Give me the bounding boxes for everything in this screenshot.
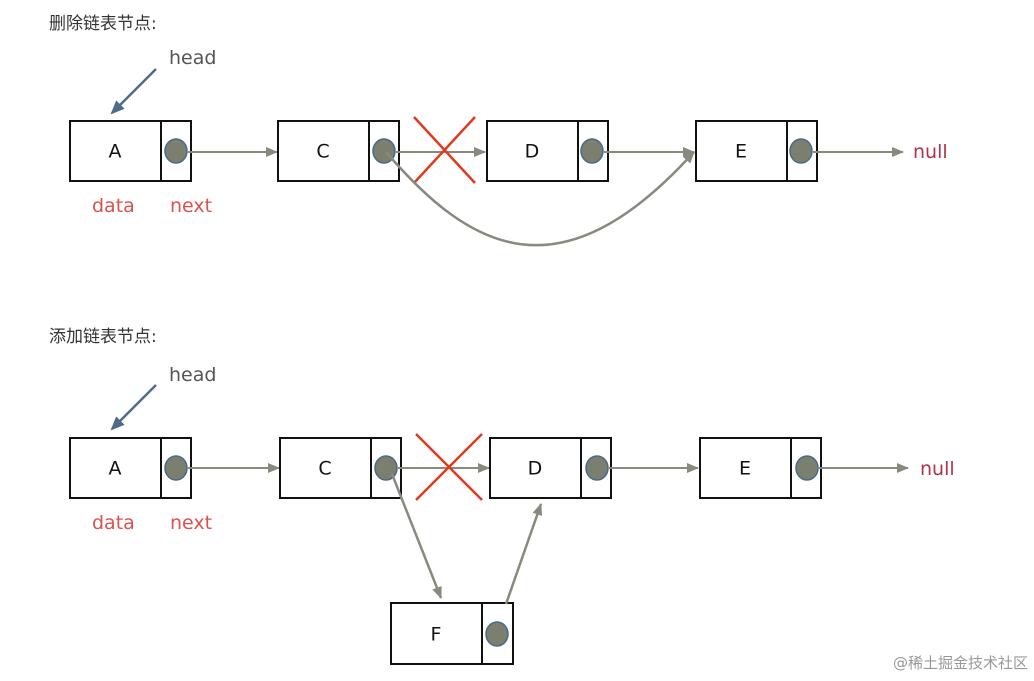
node-label: E	[739, 458, 751, 480]
add-section-title: 添加链表节点:	[49, 327, 157, 347]
pointer-dot	[164, 455, 188, 481]
head-label: head	[169, 47, 216, 69]
next-label: next	[170, 512, 212, 534]
null-label: null	[920, 458, 955, 480]
delete-section-title: 删除链表节点:	[49, 14, 157, 34]
pointer-dot	[164, 138, 188, 164]
node-e: E	[699, 437, 822, 499]
data-label: data	[92, 195, 135, 217]
pointer-dot	[580, 138, 604, 164]
node-c: C	[277, 120, 400, 182]
add-diagram: head A C D	[69, 364, 955, 665]
node-label: E	[735, 141, 747, 163]
data-label: data	[92, 512, 135, 534]
head-arrow	[110, 68, 157, 115]
node-label: D	[528, 458, 543, 480]
node-c: C	[279, 437, 402, 499]
bypass-arrow	[385, 151, 695, 247]
pointer-dot	[795, 455, 819, 481]
watermark: @稀土掘金技术社区	[892, 654, 1028, 672]
node-e: E	[695, 120, 818, 182]
delete-diagram: head A C D	[69, 47, 948, 247]
head-arrow	[110, 384, 157, 431]
node-a: A	[69, 437, 192, 499]
node-d: D	[489, 437, 612, 499]
node-label: D	[525, 141, 540, 163]
cross-mark	[415, 433, 483, 501]
next-label: next	[170, 195, 212, 217]
pointer-dot	[789, 138, 813, 164]
node-label: A	[109, 458, 122, 480]
insert-arrow-f-to-d	[504, 503, 543, 605]
node-label: C	[316, 141, 329, 163]
pointer-dot	[485, 621, 509, 647]
node-label: C	[318, 458, 331, 480]
pointer-dot	[585, 455, 609, 481]
head-label: head	[169, 364, 216, 386]
insert-arrow-c-to-f	[390, 473, 443, 599]
pointer-dot	[374, 455, 398, 481]
node-f: F	[390, 602, 514, 665]
null-label: null	[913, 141, 948, 163]
node-label: A	[109, 141, 122, 163]
node-d: D	[486, 120, 609, 182]
node-a: A	[69, 120, 192, 182]
cross-mark	[413, 116, 476, 184]
node-label: F	[431, 624, 442, 646]
